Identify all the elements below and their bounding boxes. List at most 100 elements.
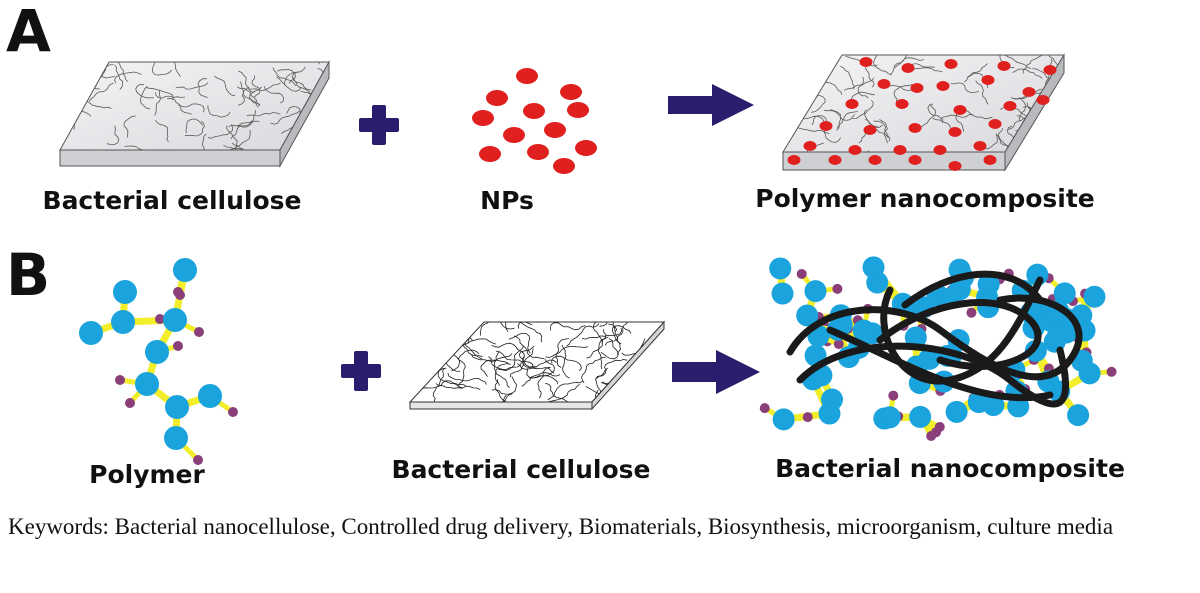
fiber	[633, 374, 664, 384]
polymer-node	[113, 280, 137, 304]
fiber	[298, 138, 317, 160]
nanoparticle	[788, 155, 801, 165]
nanoparticle	[954, 105, 967, 115]
nanoparticle	[974, 141, 987, 151]
nanoparticle	[937, 81, 950, 91]
polymer-terminal	[125, 398, 135, 408]
polymer-node	[1079, 362, 1101, 384]
polymer-terminal	[832, 284, 842, 294]
polymer-terminal	[797, 269, 807, 279]
bacterial-nanocomposite	[760, 256, 1117, 441]
nanoparticle	[804, 141, 817, 151]
polymer-node	[1067, 404, 1089, 426]
fiber	[45, 143, 61, 164]
polymer-node	[805, 280, 827, 302]
polymer-node	[165, 395, 189, 419]
nanoparticle	[989, 119, 1002, 129]
fiber	[793, 54, 808, 77]
panel-letter-b: B	[6, 246, 50, 304]
fiber	[390, 339, 415, 367]
polymer-node	[135, 372, 159, 396]
fiber	[418, 343, 437, 369]
nanoparticle	[503, 127, 525, 143]
nanoparticle	[1037, 95, 1050, 105]
nanoparticle	[982, 75, 995, 85]
fiber	[806, 59, 833, 68]
fiber	[54, 112, 75, 130]
fiber	[758, 71, 789, 77]
polymer-node	[1083, 286, 1105, 308]
label-polymer-nanocomposite: Polymer nanocomposite	[755, 184, 1095, 213]
nanoparticle	[849, 145, 862, 155]
polymer-terminal	[760, 403, 770, 413]
fiber	[797, 49, 814, 65]
nanoparticle	[911, 83, 924, 93]
fiber	[615, 399, 658, 412]
fiber	[625, 384, 643, 412]
polymer-terminal	[228, 407, 238, 417]
fiber	[384, 329, 426, 339]
fiber	[629, 389, 641, 421]
polymer-node	[163, 308, 187, 332]
fiber	[777, 113, 794, 134]
polymer-node	[879, 406, 901, 428]
nanoparticle	[820, 121, 833, 131]
nanoparticle	[472, 110, 494, 126]
fiber	[415, 341, 440, 370]
fiber	[409, 347, 435, 360]
nanoparticle	[945, 59, 958, 69]
fiber	[396, 365, 439, 371]
fiber	[651, 395, 682, 407]
nanoparticle	[523, 103, 545, 119]
polymer-terminal	[803, 412, 813, 422]
polymer-molecule	[79, 258, 238, 465]
polymer-node	[79, 321, 103, 345]
arrow-right-icon	[672, 350, 760, 394]
fiber	[403, 321, 449, 324]
label-bacterial-nanocomposite: Bacterial nanocomposite	[775, 454, 1125, 483]
nanoparticle	[894, 145, 907, 155]
nanoparticle	[984, 155, 997, 165]
nanoparticle	[560, 84, 582, 100]
fiber	[389, 317, 417, 330]
label-polymer: Polymer	[89, 460, 205, 489]
fiber	[67, 82, 92, 98]
label-bacterial-cellulose-b: Bacterial cellulose	[392, 455, 651, 484]
nanoparticle	[479, 146, 501, 162]
fiber	[313, 123, 344, 131]
nanoparticle	[902, 63, 915, 73]
nanoparticle	[486, 90, 508, 106]
polymer-nanocomposite-slab	[758, 43, 1091, 171]
panel-letter-a: A	[6, 2, 51, 60]
nanoparticle	[909, 123, 922, 133]
polymer-node	[769, 257, 791, 279]
fiber	[505, 300, 538, 323]
nanoparticle	[998, 61, 1011, 71]
fiber	[83, 50, 94, 72]
fiber	[387, 371, 419, 395]
nanoparticle	[846, 99, 859, 109]
fiber	[626, 394, 664, 413]
nanoparticle	[860, 57, 873, 67]
nanoparticle	[544, 122, 566, 138]
nanoparticle	[553, 158, 575, 174]
polymer-node	[198, 384, 222, 408]
polymer-terminal	[173, 287, 183, 297]
label-nps: NPs	[480, 186, 534, 215]
polymer-terminal	[173, 341, 183, 351]
plus-icon	[341, 351, 381, 391]
label-bacterial-cellulose-a: Bacterial cellulose	[43, 186, 302, 215]
nanoparticle	[878, 79, 891, 89]
nanoparticles	[472, 68, 597, 174]
nanoparticle	[1023, 87, 1036, 97]
polymer-node	[1054, 282, 1076, 304]
polymer-terminal	[888, 391, 898, 401]
polymer-node	[173, 258, 197, 282]
fiber	[1032, 137, 1059, 151]
nanoparticle	[516, 68, 538, 84]
nanoparticle	[829, 155, 842, 165]
nanoparticle	[864, 125, 877, 135]
polymer-node	[863, 256, 885, 278]
